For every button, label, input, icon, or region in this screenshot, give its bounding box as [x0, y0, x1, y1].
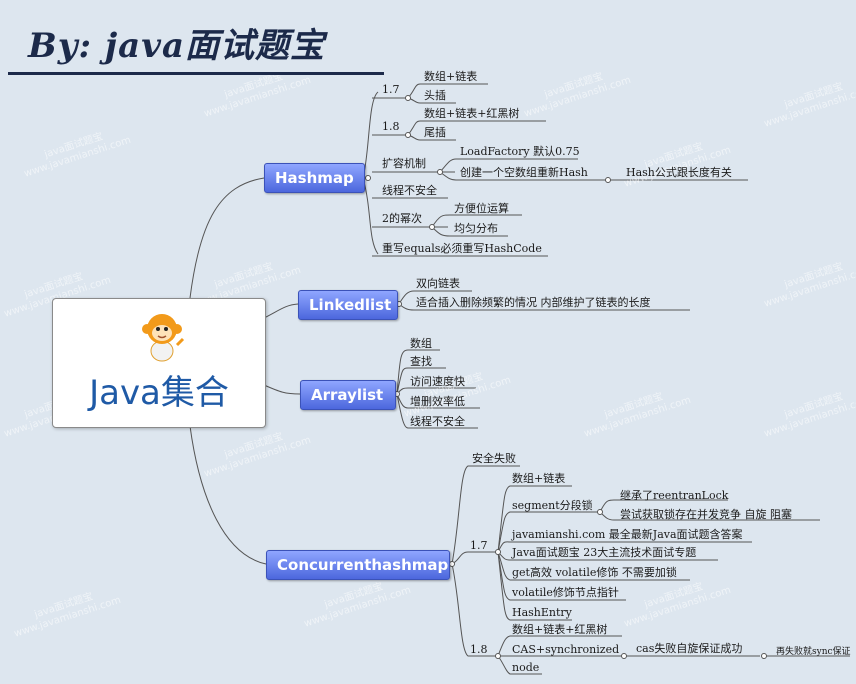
concurrent-node-node[interactable]: node	[512, 661, 540, 674]
concurrent-node-get[interactable]: get高效 volatile修饰 不需要加锁	[512, 566, 677, 579]
hashmap-node-equals-hashcode[interactable]: 重写equals必须重写HashCode	[382, 242, 542, 255]
hashmap-node-1-7[interactable]: 1.7	[382, 83, 400, 96]
branch-hashmap[interactable]: Hashmap	[264, 163, 365, 193]
concurrent-node-ad-site[interactable]: javamianshi.com 最全最新Java面试题含答案	[512, 528, 743, 541]
hashmap-node-power-of-two[interactable]: 2的幂次	[382, 212, 422, 225]
page-title: By: java面试题宝	[28, 26, 325, 66]
hashmap-node-loadfactor[interactable]: LoadFactory 默认0.75	[460, 145, 580, 158]
hashmap-node-bit-op[interactable]: 方便位运算	[454, 202, 509, 215]
hashmap-node-thread-unsafe[interactable]: 线程不安全	[382, 184, 437, 197]
title-underline	[8, 72, 384, 75]
hashmap-node-hash-formula[interactable]: Hash公式跟长度有关	[626, 166, 732, 179]
central-topic[interactable]: Java集合	[52, 298, 266, 428]
hashmap-node-expand[interactable]: 扩容机制	[382, 157, 426, 170]
arraylist-node-fast-access[interactable]: 访问速度快	[410, 375, 465, 388]
concurrent-node-reentrantlock[interactable]: 继承了reentranLock	[620, 489, 729, 502]
hashmap-node-tail-insert[interactable]: 尾插	[424, 126, 446, 139]
wire-hashmap	[189, 177, 265, 299]
concurrent-node-1-7[interactable]: 1.7	[470, 539, 488, 552]
linkedlist-node-doubly[interactable]: 双向链表	[416, 277, 460, 290]
linkedlist-node-usage[interactable]: 适合插入删除频繁的情况 内部维护了链表的长度	[416, 296, 651, 309]
arraylist-node-thread-unsafe[interactable]: 线程不安全	[410, 415, 465, 428]
branch-concurrenthashmap[interactable]: Concurrenthashmap	[266, 550, 450, 580]
concurrent-node-volatile[interactable]: volatile修饰节点指针	[512, 586, 619, 599]
arraylist-node-slow-modify[interactable]: 增删效率低	[410, 395, 465, 408]
concurrent-node-array-list[interactable]: 数组+链表	[512, 472, 566, 485]
central-topic-label: Java集合	[89, 373, 229, 413]
concurrent-node-cas-spin[interactable]: cas失败自旋保证成功	[636, 642, 743, 655]
arraylist-node-lookup[interactable]: 查找	[410, 355, 432, 368]
hashmap-node-head-insert[interactable]: 头插	[424, 89, 446, 102]
concurrent-node-array-list-rbtree[interactable]: 数组+链表+红黑树	[512, 623, 608, 636]
dots	[365, 95, 767, 659]
hashmap-node-rehash[interactable]: 创建一个空数组重新Hash	[460, 166, 588, 179]
hashmap-node-array-list[interactable]: 数组+链表	[424, 70, 478, 83]
wire-concurrent	[189, 425, 267, 565]
branch-arraylist[interactable]: Arraylist	[300, 380, 396, 410]
concurrent-node-fail-safe[interactable]: 安全失败	[472, 452, 516, 465]
branch-linkedlist[interactable]: Linkedlist	[298, 290, 398, 320]
concurrent-node-segment[interactable]: segment分段锁	[512, 499, 593, 512]
concurrent-node-lock-compete[interactable]: 尝试获取锁存在并发竞争 自旋 阻塞	[620, 508, 792, 521]
concurrent-node-hashentry[interactable]: HashEntry	[512, 606, 572, 619]
concurrent-node-cas-sync[interactable]: CAS+synchronized	[512, 643, 620, 656]
hashmap-node-even-dist[interactable]: 均匀分布	[454, 222, 498, 235]
concurrent-node-ad-topics[interactable]: Java面试题宝 23大主流技术面试专题	[512, 546, 697, 559]
arraylist-node-array[interactable]: 数组	[410, 337, 432, 350]
hashmap-node-array-list-rbtree[interactable]: 数组+链表+红黑树	[424, 107, 520, 120]
concurrent-node-1-8[interactable]: 1.8	[470, 643, 488, 656]
wire-linkedlist	[263, 303, 299, 319]
wire-arraylist	[263, 384, 301, 395]
monkey-mascot-icon	[142, 314, 185, 362]
concurrent-node-sync-fallback[interactable]: 再失败就sync保证	[776, 647, 851, 657]
hashmap-node-1-8[interactable]: 1.8	[382, 120, 400, 133]
wire-hashmap-spine	[362, 91, 379, 255]
